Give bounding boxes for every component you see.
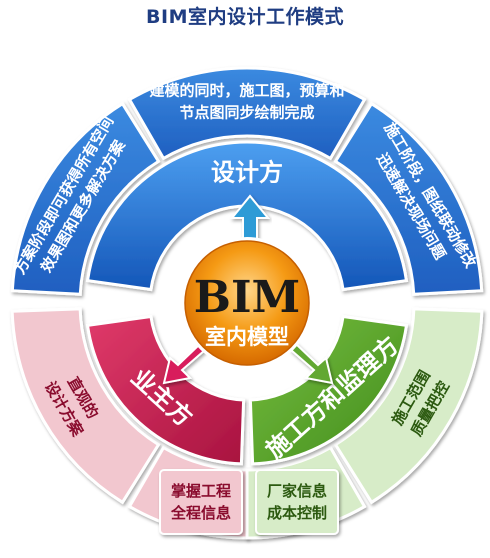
arrow-left-icon bbox=[162, 342, 207, 385]
arrow-right-icon bbox=[289, 342, 334, 385]
arc-design bbox=[85, 140, 409, 292]
arc-owner bbox=[85, 314, 246, 466]
segment-cons-c bbox=[255, 469, 339, 535]
segment-text: 成本控制 bbox=[267, 504, 327, 522]
segment-cons-a bbox=[333, 307, 484, 505]
diagram-title: BIM室内设计工作模式 bbox=[146, 6, 344, 28]
segment-text: 建模的同时，施工图，预算和 bbox=[149, 82, 344, 100]
outer-ring: 方案阶段即可获得所有空间效果图和更多解决方案建模的同时，施工图，预算和节点图同步… bbox=[10, 66, 484, 540]
segment-text: 厂家信息 bbox=[267, 482, 327, 500]
segment-design-top bbox=[127, 66, 367, 161]
arc-label-design: 设计方 bbox=[211, 158, 283, 187]
segment-text: 节点图同步绘制完成 bbox=[179, 104, 314, 122]
segment-owner-a bbox=[10, 307, 161, 505]
center-model-text: 室内模型 bbox=[205, 324, 289, 349]
segment-design-left bbox=[10, 101, 161, 296]
center-bim-text: BIM bbox=[194, 272, 300, 323]
segment-text: 掌握工程 bbox=[171, 482, 231, 500]
center-bim-circle: BIM 室内模型 bbox=[181, 237, 313, 369]
arc-construction bbox=[248, 314, 409, 466]
segment-text: 全程信息 bbox=[170, 504, 231, 522]
segment-design-right bbox=[333, 101, 484, 296]
segment-owner-c bbox=[159, 469, 243, 535]
